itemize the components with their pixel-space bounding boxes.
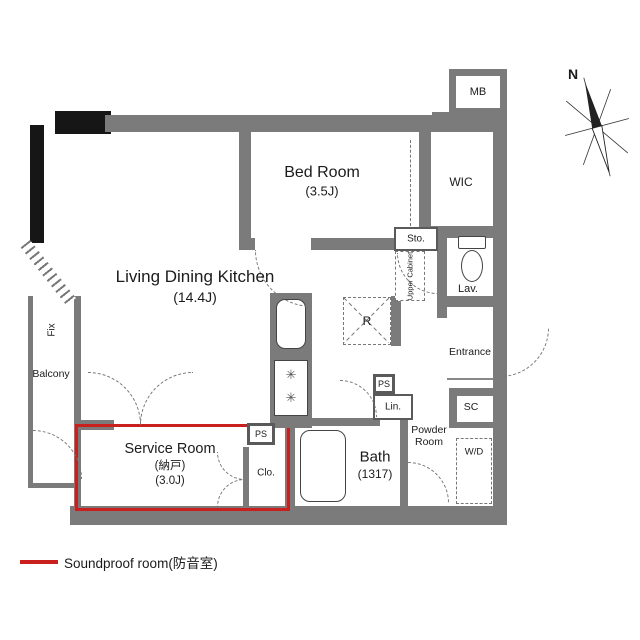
- wall: [449, 388, 493, 396]
- service-room-label: Service Room: [124, 441, 216, 457]
- legend-soundproof-line: [20, 560, 58, 564]
- door-swing-arc: [340, 380, 377, 417]
- pipe-space-box: [373, 374, 395, 394]
- door-swing-arc: [88, 372, 141, 425]
- entrance-label: Entrance: [448, 346, 492, 358]
- wall: [449, 388, 457, 428]
- balcony-divider-wall: [74, 296, 81, 510]
- toilet-bowl: [461, 250, 483, 282]
- shoe-closet-label: SC: [463, 401, 479, 413]
- pipe-space-box: [247, 423, 275, 445]
- compass-rose-icon: [552, 62, 640, 182]
- wall: [391, 296, 401, 346]
- service-room-size-label: (3.0J): [155, 475, 185, 487]
- storage-box: [394, 227, 438, 251]
- bathtub: [300, 430, 346, 502]
- kitchen-sink: [276, 299, 306, 349]
- wall: [449, 422, 493, 428]
- wall: [285, 418, 380, 426]
- meter-box-label: MB: [469, 86, 487, 98]
- wall: [105, 115, 435, 132]
- bedroom-size-label: (3.5J): [305, 183, 339, 199]
- sliding-door-line: [410, 140, 411, 226]
- wall: [437, 296, 507, 307]
- powder-room-label: Powder Room: [411, 423, 447, 448]
- wall: [493, 112, 507, 525]
- lavatory-label: Lav.: [458, 283, 478, 295]
- balcony-wall: [28, 296, 33, 488]
- legend-soundproof-label: Soundproof room(防音室): [64, 556, 218, 571]
- washer-dryer-label: W/D: [464, 446, 484, 458]
- meter-box: [456, 76, 500, 108]
- wall: [437, 232, 447, 318]
- door-swing-arc: [408, 462, 449, 503]
- kitchen-stove: [274, 360, 308, 416]
- upper-cabinet-label: Upper Cabinet: [405, 251, 415, 301]
- wall: [55, 111, 111, 134]
- wic-label: WIC: [449, 175, 473, 189]
- bedroom-label: Bed Room: [284, 164, 360, 181]
- wall: [239, 132, 251, 238]
- pipe-space-label: PS: [377, 379, 391, 389]
- linen-label: Lin.: [384, 401, 402, 413]
- refrigerator-label: R: [362, 314, 372, 328]
- entrance-step-line: [447, 378, 493, 380]
- door-swing-arc: [140, 372, 193, 425]
- closet-label: Clo.: [257, 467, 275, 479]
- wall: [400, 418, 408, 510]
- wall: [239, 238, 255, 250]
- wall: [30, 125, 44, 243]
- storage-label: Sto.: [407, 233, 425, 245]
- fix-window-label: Fix: [46, 323, 58, 337]
- washer-dryer-box: [456, 438, 492, 504]
- toilet-tank: [458, 236, 486, 249]
- wall: [243, 447, 249, 507]
- stove-burner-icon: ✳: [285, 367, 297, 382]
- bath-size-label: (1317): [357, 467, 393, 481]
- refrigerator-box: [343, 297, 391, 345]
- balcony-wall: [28, 483, 80, 488]
- balcony-label: Balcony: [32, 368, 70, 380]
- pipe-space-label: PS: [254, 429, 268, 439]
- ldk-size-label: (14.4J): [173, 289, 217, 305]
- wall: [419, 132, 431, 232]
- door-swing-arc: [500, 328, 549, 377]
- wall: [432, 112, 493, 132]
- bath-label: Bath: [359, 448, 391, 466]
- service-room-alt-label: (納戸): [154, 460, 186, 472]
- stove-burner-icon: ✳: [285, 390, 297, 405]
- ldk-label: Living Dining Kitchen: [115, 267, 275, 286]
- compass-north-label: N: [567, 66, 579, 82]
- wall: [285, 418, 295, 510]
